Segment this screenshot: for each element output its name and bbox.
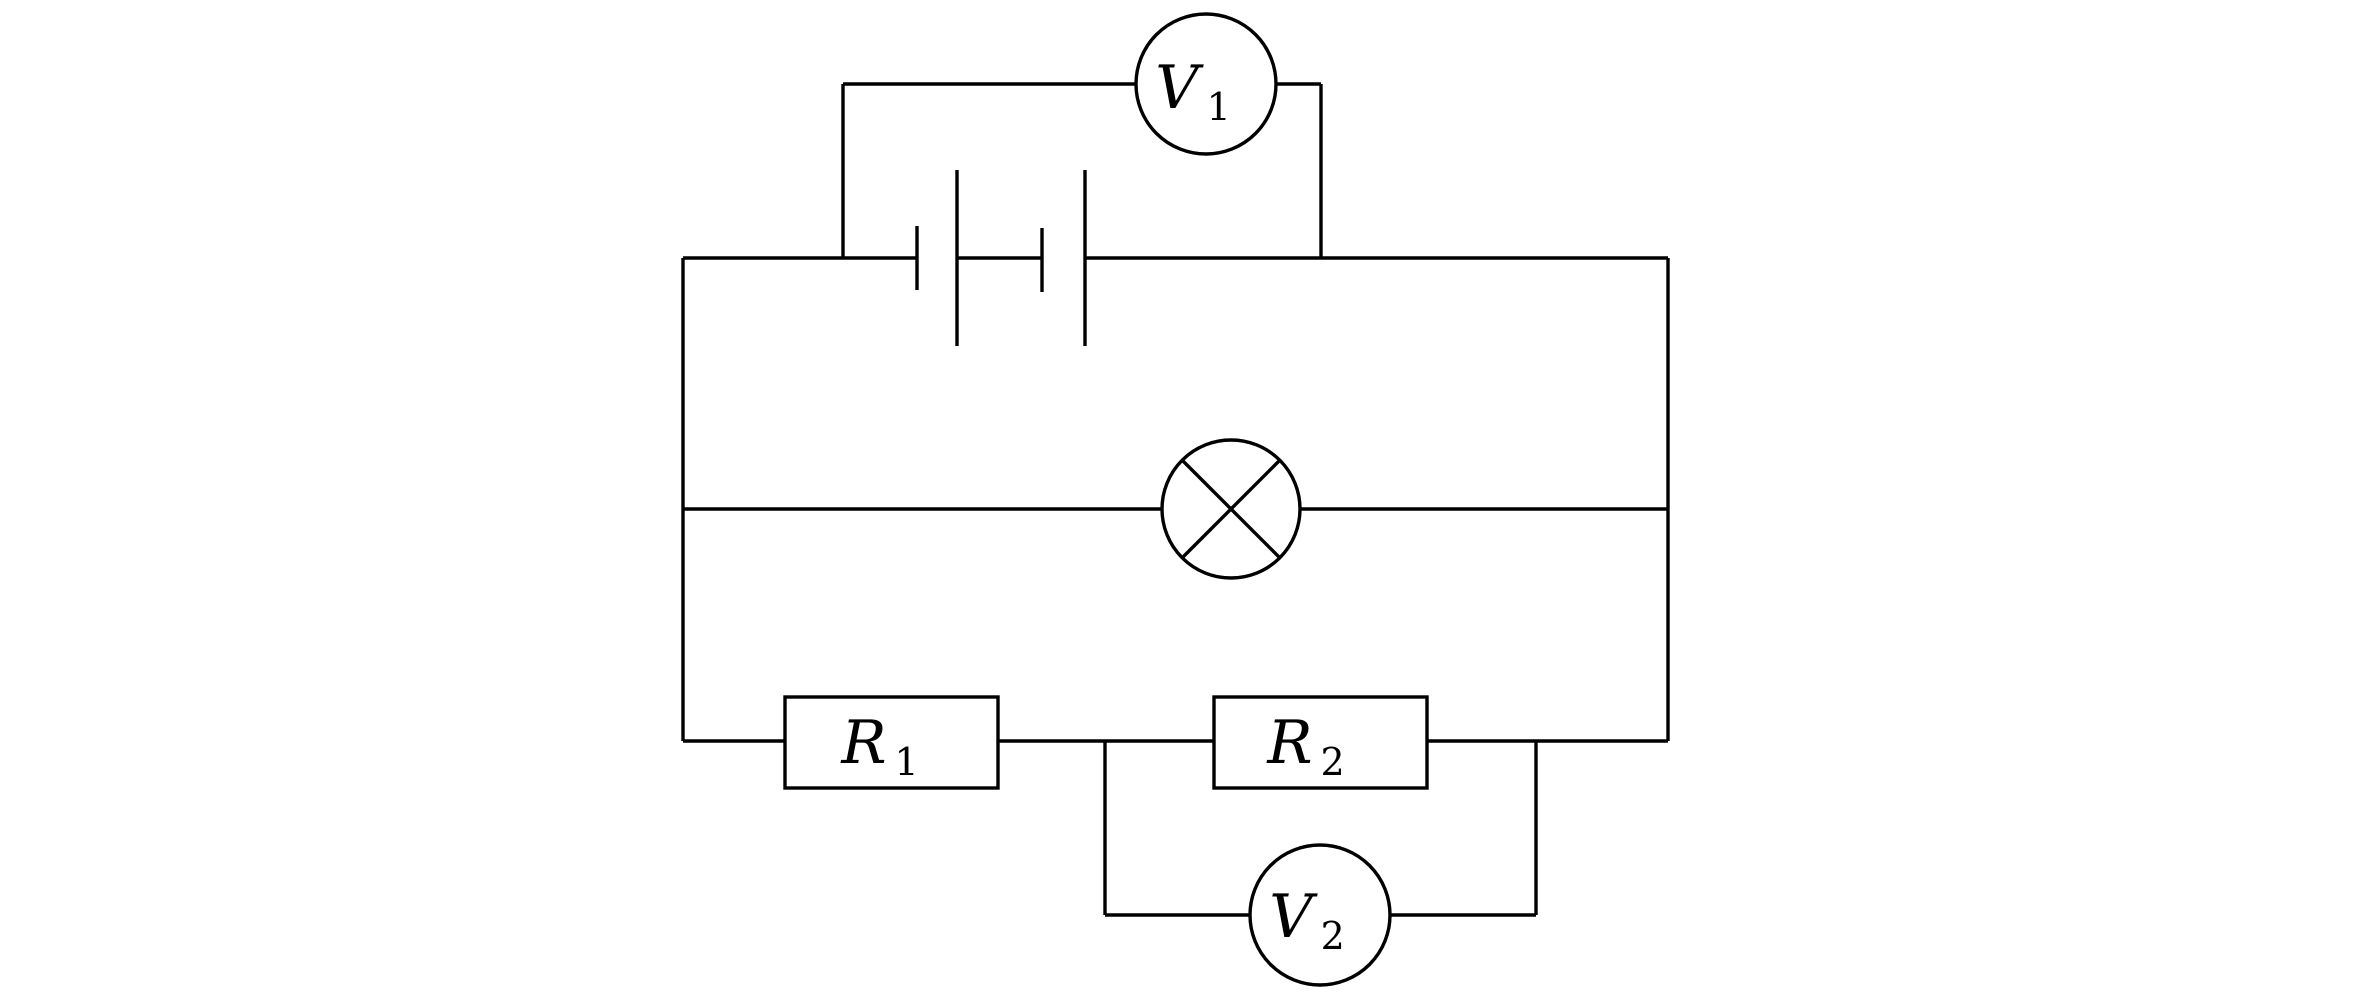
battery (915, 170, 1087, 346)
voltmeter-v2-circle (1248, 843, 1392, 987)
lamp (1160, 438, 1302, 580)
resistor-r1-subscript: 1 (895, 740, 919, 784)
circuit-wires (681, 82, 1670, 917)
lamp-cross-line-2 (1180, 458, 1282, 560)
voltmeter-v1-subscript: 1 (1207, 85, 1231, 129)
resistor-r2-body (1212, 695, 1429, 790)
voltmeter-v1-symbol: V (1155, 53, 1204, 123)
voltmeter-v2-symbol: V (1269, 882, 1318, 952)
voltmeter-v1-circle (1134, 12, 1278, 156)
resistor-r2-symbol: R (1266, 708, 1312, 778)
resistor-r2-subscript: 2 (1321, 740, 1345, 784)
resistor-r1-body (783, 695, 1000, 790)
voltmeter-v2-subscript: 2 (1321, 914, 1345, 958)
resistor-r1-symbol: R (840, 708, 886, 778)
